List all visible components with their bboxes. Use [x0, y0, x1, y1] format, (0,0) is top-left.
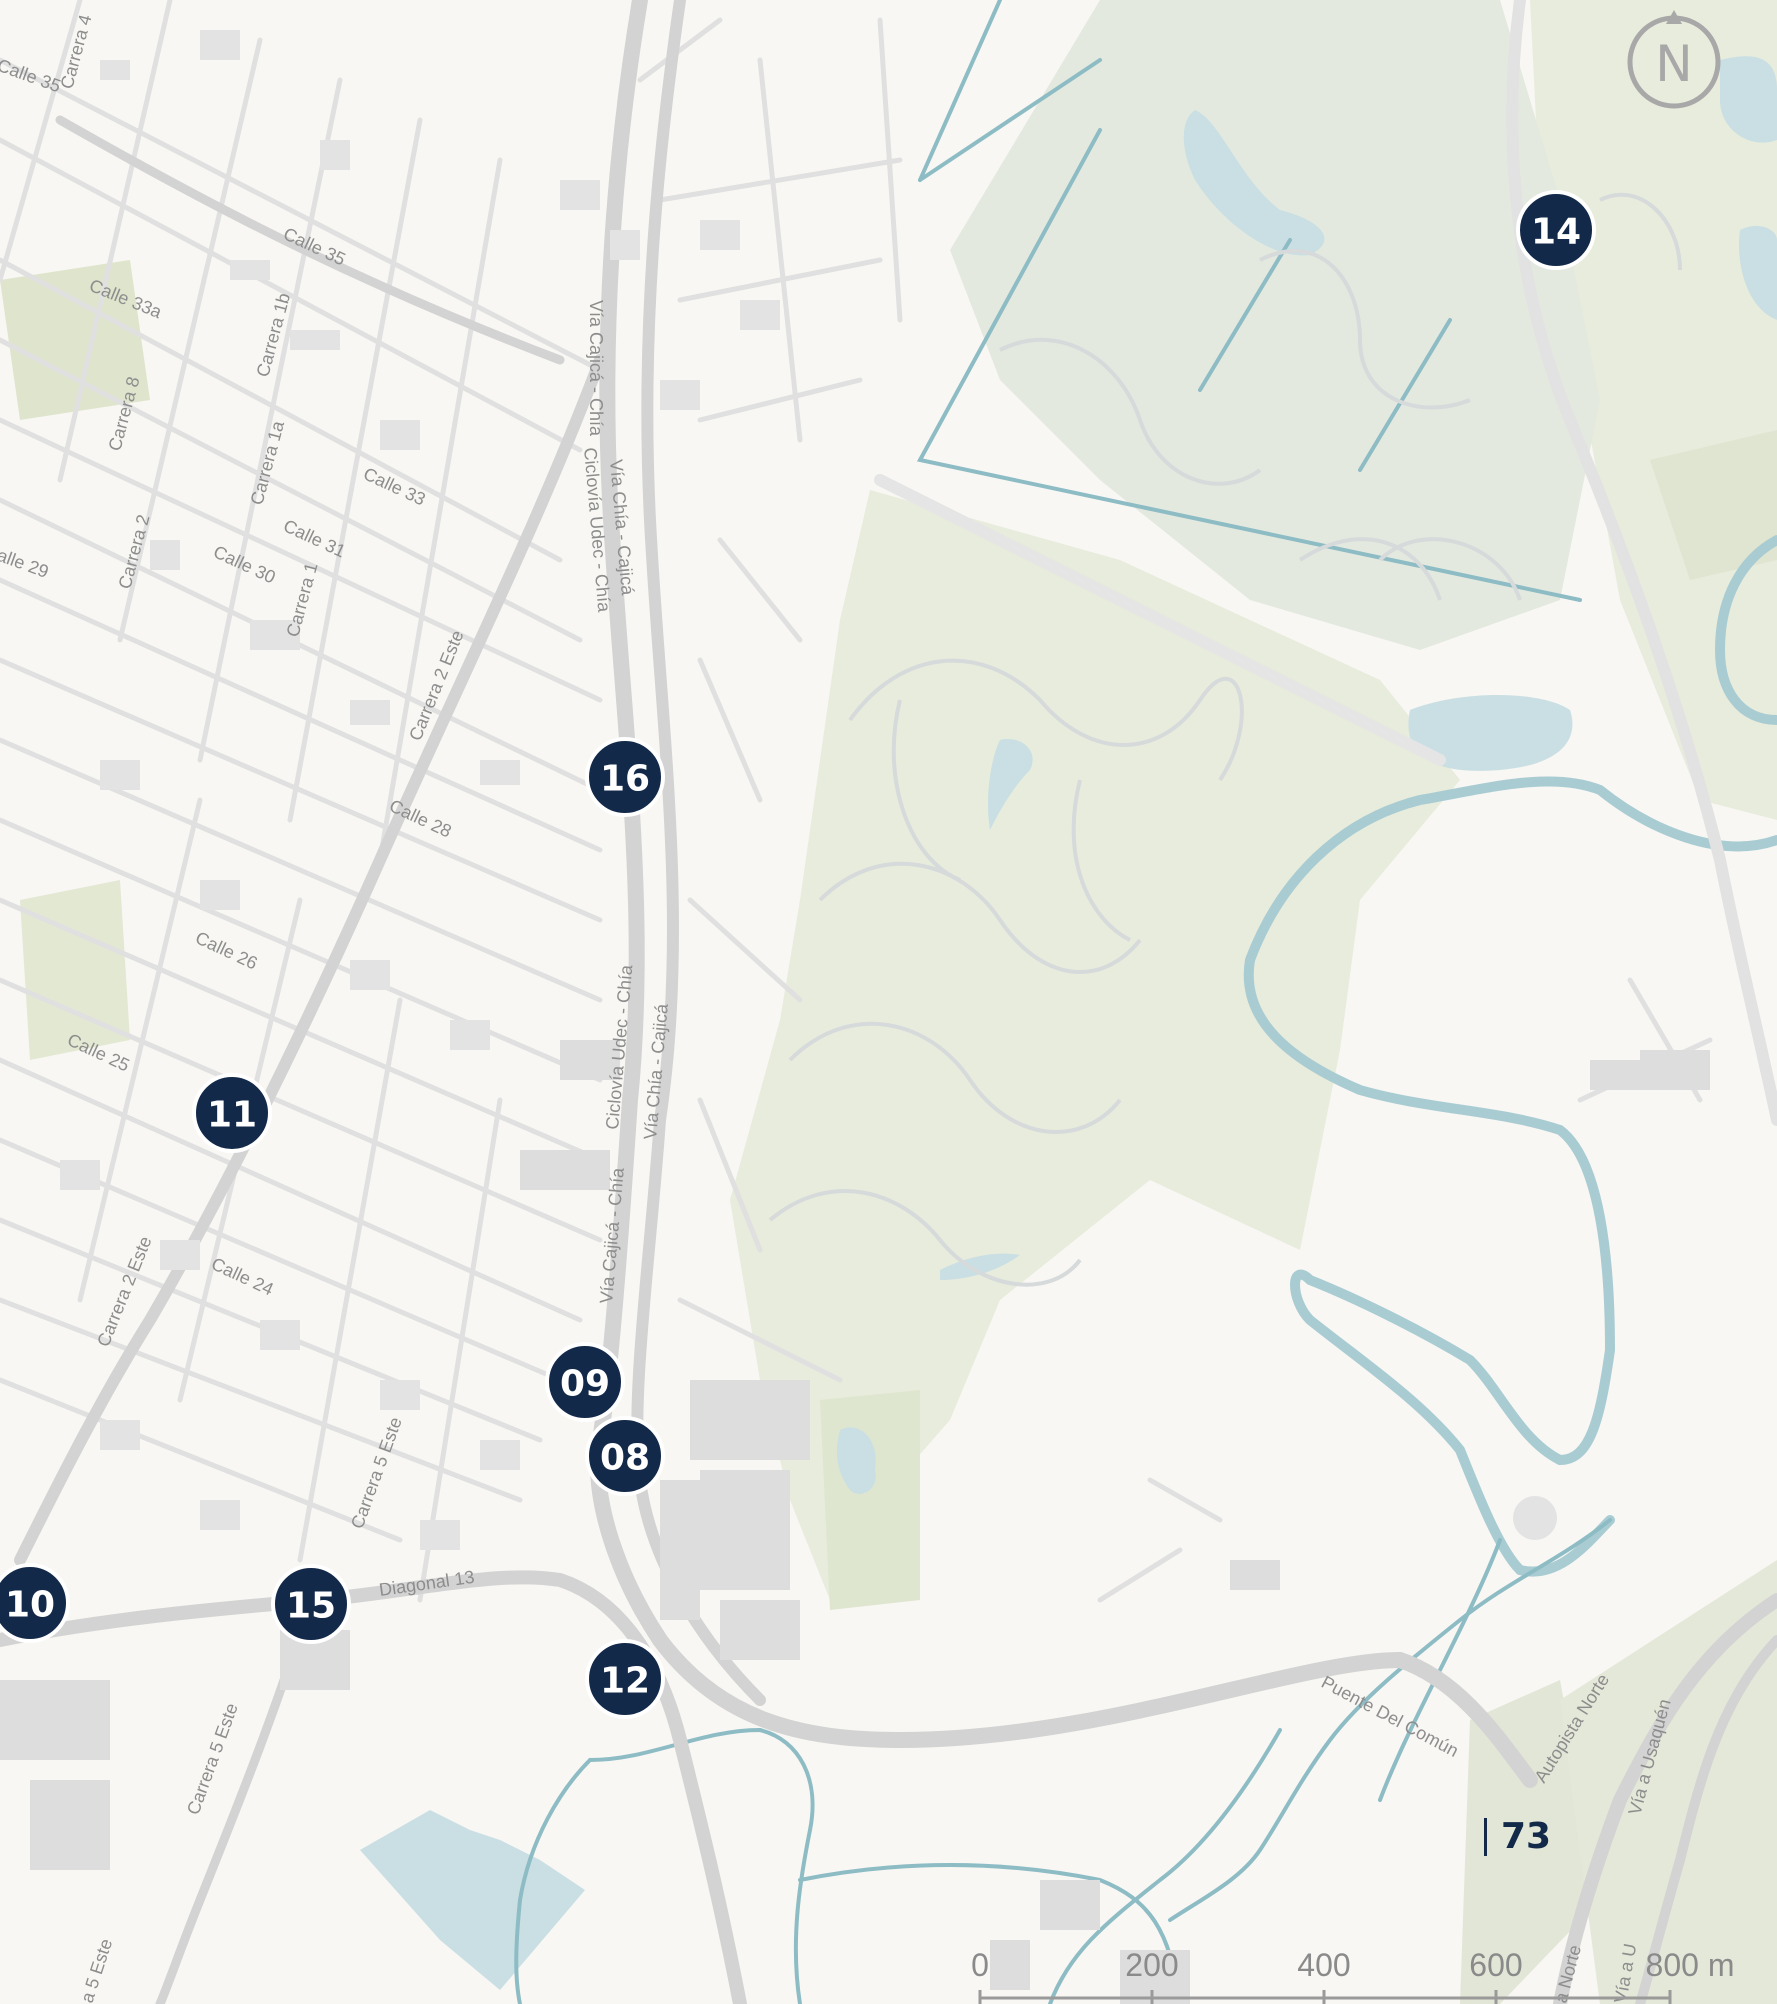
marker-15[interactable]: 15: [271, 1564, 351, 1644]
marker-circle[interactable]: [192, 1073, 272, 1153]
marker-label: 09: [560, 1364, 610, 1405]
scale-tick-label: 0: [971, 1947, 989, 1983]
marker-14[interactable]: 14: [1516, 190, 1596, 270]
marker-circle[interactable]: [271, 1564, 351, 1644]
marker-label: 14: [1531, 212, 1581, 253]
scale-tick-label: 200: [1125, 1947, 1178, 1983]
marker-circle[interactable]: [0, 1563, 70, 1643]
buildings: [0, 1040, 1710, 2004]
water-bodies: [360, 56, 1777, 1990]
north-arrow-icon: N: [1627, 10, 1721, 109]
marker-16[interactable]: 16: [585, 737, 665, 817]
rivers: [514, 0, 1777, 2004]
page-number: 73: [1484, 1818, 1551, 1856]
marker-12[interactable]: 12: [585, 1639, 665, 1719]
minor-roads: [0, 0, 1713, 1603]
residential-streets: [768, 192, 1682, 1287]
city-blocks: [60, 30, 780, 1550]
marker-circle[interactable]: [545, 1342, 625, 1422]
marker-11[interactable]: 11: [192, 1073, 272, 1153]
marker-circle[interactable]: [585, 1639, 665, 1719]
scale-tick-label: 800 m: [1646, 1947, 1735, 1983]
compass-label: N: [1655, 35, 1692, 93]
marker-label: 12: [600, 1661, 650, 1702]
scale-bar: 0 200 400 600 800 m: [971, 1947, 1734, 2004]
marker-09[interactable]: 09: [545, 1342, 625, 1422]
marker-label: 15: [286, 1586, 336, 1627]
markers: 16 14 11 09 08 10 15 12: [0, 190, 1596, 1719]
scale-tick-label: 600: [1469, 1947, 1522, 1983]
marker-label: 16: [600, 759, 650, 800]
street-label: Vía Cajicá - Chía: [586, 300, 606, 437]
marker-circle[interactable]: [585, 1416, 665, 1496]
marker-label: 11: [207, 1095, 257, 1136]
marker-10[interactable]: 10: [0, 1563, 70, 1643]
marker-circle[interactable]: [585, 737, 665, 817]
scale-tick-label: 400: [1297, 1947, 1350, 1983]
marker-label: 10: [5, 1585, 55, 1626]
marker-08[interactable]: 08: [585, 1416, 665, 1496]
marker-label: 08: [600, 1438, 650, 1479]
marker-circle[interactable]: [1516, 190, 1596, 270]
